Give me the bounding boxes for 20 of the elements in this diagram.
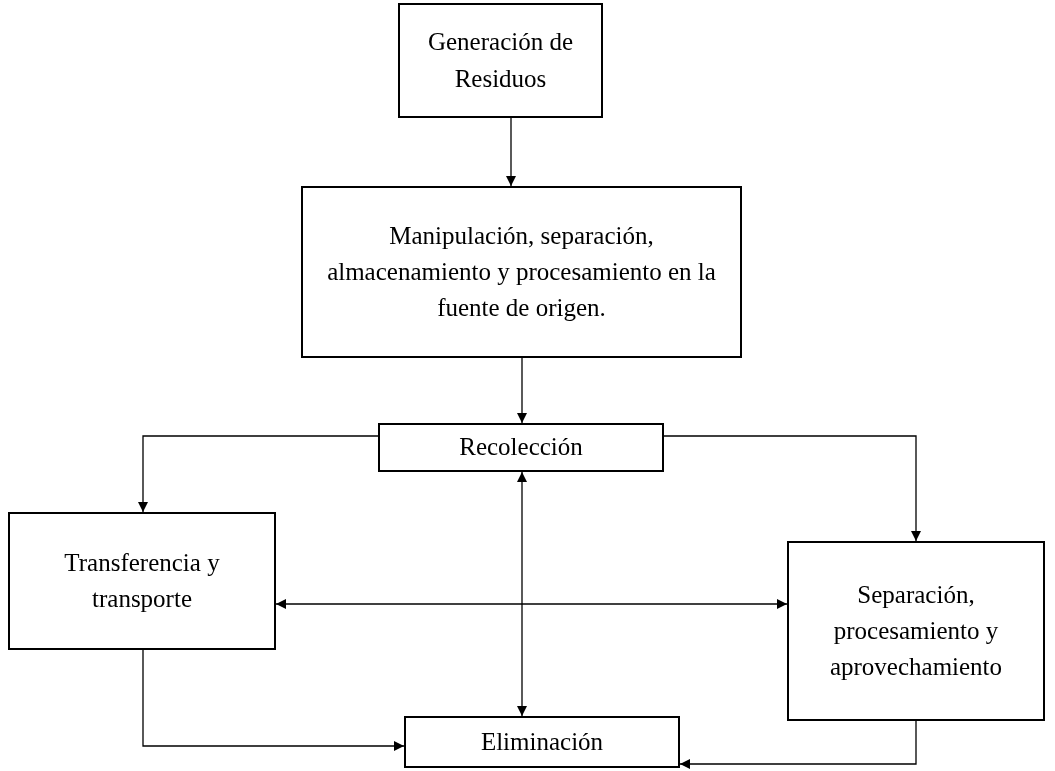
process-box xyxy=(301,186,742,358)
process-box xyxy=(787,541,1045,721)
arrow xyxy=(679,720,917,769)
arrow xyxy=(517,357,527,424)
box-label: Transferencia y transporte xyxy=(63,547,221,614)
arrow xyxy=(517,471,527,717)
arrow xyxy=(275,599,788,609)
process-box xyxy=(8,512,276,650)
box-label: Separación, procesamiento y aprovechamiento xyxy=(828,579,1004,683)
box-label: Generación de Residuos xyxy=(426,27,575,94)
arrow xyxy=(142,649,405,751)
arrow xyxy=(138,435,379,513)
box-label: Eliminación xyxy=(480,726,604,757)
process-box xyxy=(398,3,603,118)
process-box xyxy=(404,716,680,768)
arrow xyxy=(663,435,921,542)
box-label: Manipulación, separación, almacenamiento y procesamiento en la fuente de origen. xyxy=(326,220,717,324)
process-box xyxy=(378,423,664,472)
box-label: Recolección xyxy=(459,432,583,463)
arrow xyxy=(506,117,516,187)
